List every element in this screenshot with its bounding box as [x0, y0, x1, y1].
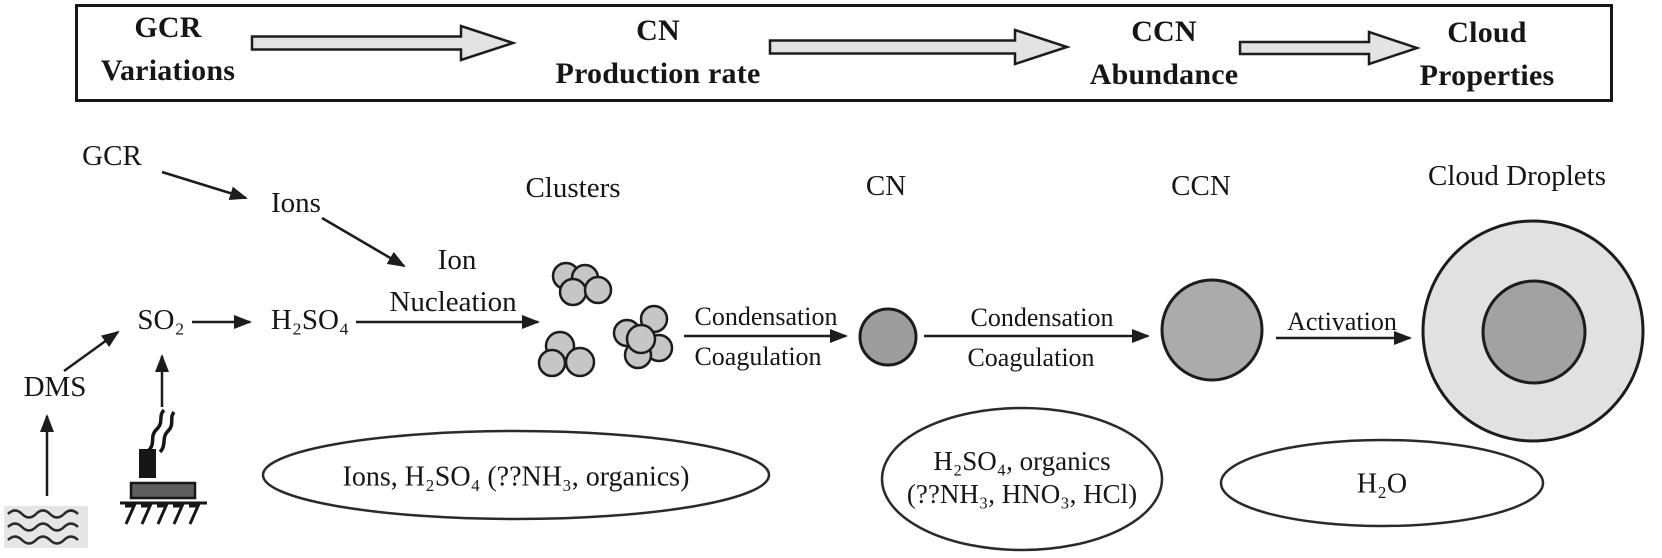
cloud-droplets-label: Cloud Droplets	[1427, 160, 1607, 192]
clusters-composition-ellipse	[261, 429, 771, 521]
block-arrow-icon	[768, 28, 1072, 66]
droplet-composition-text: H₂O	[1356, 468, 1408, 500]
coagulation-label-1: Coagulation	[694, 342, 822, 371]
ccn-composition-line1: H₂SO₄, organics	[933, 446, 1111, 476]
coagulation-label-2: Coagulation	[967, 343, 1095, 372]
cloud-droplet-icon	[1421, 219, 1645, 443]
top-flow-box	[75, 4, 1613, 102]
condensation-label-2: Condensation	[970, 303, 1114, 332]
clusters-composition-text: Ions, H₂SO₄ (??NH₃, organics)	[342, 461, 690, 493]
ccn-composition-ellipse	[880, 406, 1164, 552]
ions-label: Ions	[271, 187, 321, 219]
dms-label: DMS	[23, 371, 87, 403]
ccn-particle-icon	[1160, 278, 1264, 382]
condensation-label-1: Condensation	[694, 302, 838, 331]
block-arrow-icon	[1238, 30, 1421, 66]
stage-cn-production: CN Production rate	[555, 14, 761, 90]
connector-arrows	[40, 170, 1412, 496]
arrow-gcr-to-ions	[161, 170, 248, 200]
composition-ellipses	[261, 406, 1545, 552]
top-flow-arrows	[250, 24, 1421, 66]
activation-label: Activation	[1287, 307, 1397, 336]
ocean-waves-icon	[4, 506, 88, 548]
block-arrow-icon	[250, 24, 518, 62]
arrow-ions-to-nucleation	[321, 216, 406, 268]
h2so4-label: H₂SO₄	[270, 304, 350, 336]
cn-label: CN	[865, 170, 907, 202]
cn-particle-icon	[858, 307, 918, 367]
ccn-composition-text: H₂SO₄, organics (??NH₃, HNO₃, HCl)	[907, 445, 1137, 511]
ccn-label: CCN	[1171, 170, 1231, 202]
stage-ccn-abundance: CCN Abundance	[1089, 15, 1239, 91]
clusters-label: Clusters	[525, 172, 621, 204]
cluster-particles-icon	[537, 261, 674, 378]
so2-label: SO₂	[137, 304, 185, 336]
ccn-composition-line2: (??NH₃, HNO₃, HCl)	[906, 479, 1138, 509]
droplet-composition-ellipse	[1219, 438, 1545, 528]
ion-label: Ion	[437, 244, 477, 276]
stage-cloud-properties: Cloud Properties	[1419, 16, 1555, 92]
stage-gcr-variations: GCR Variations	[100, 11, 236, 87]
gcr-label: GCR	[82, 140, 142, 172]
nucleation-label: Nucleation	[389, 286, 517, 318]
arrow-dms-to-so2	[63, 330, 120, 373]
smokestack-icon	[120, 408, 207, 525]
